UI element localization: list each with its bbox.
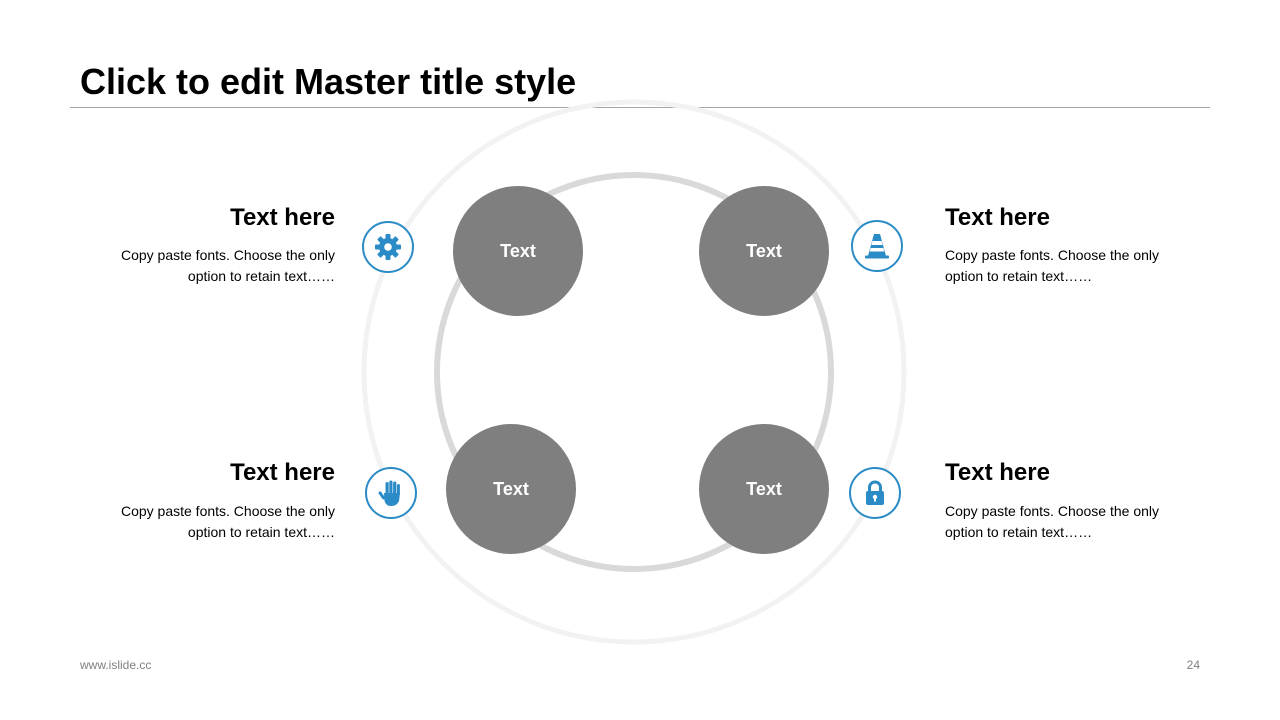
slide-title[interactable]: Click to edit Master title style (80, 61, 577, 102)
lock-icon-badge (849, 467, 901, 519)
hand-icon-badge (365, 467, 417, 519)
gear-icon-badge (362, 221, 414, 273)
node-label: Text (746, 478, 782, 499)
cycle-node-bottom-left[interactable]: Text (446, 424, 576, 554)
title-divider (70, 107, 1210, 108)
item-heading-bottom-left[interactable]: Text here (230, 459, 335, 486)
item-body-bottom-left[interactable]: Copy paste fonts. Choose the only option… (120, 503, 335, 540)
traffic-cone-icon (865, 234, 889, 259)
cycle-node-top-right[interactable]: Text (699, 186, 829, 316)
node-label: Text (500, 240, 536, 261)
page-number: 24 (1186, 658, 1200, 672)
item-heading-top-right[interactable]: Text here (945, 204, 1050, 231)
item-body-top-left[interactable]: Copy paste fonts. Choose the only option… (120, 247, 335, 284)
cycle-node-bottom-right[interactable]: Text (699, 424, 829, 554)
lock-icon (866, 480, 884, 505)
node-label: Text (746, 240, 782, 261)
footer-website: www.islide.cc (80, 658, 152, 672)
item-heading-bottom-right[interactable]: Text here (945, 459, 1050, 486)
node-label: Text (493, 478, 529, 499)
item-body-bottom-right[interactable]: Copy paste fonts. Choose the only option… (945, 503, 1160, 540)
cycle-node-top-left[interactable]: Text (453, 186, 583, 316)
item-body-top-right[interactable]: Copy paste fonts. Choose the only option… (945, 247, 1160, 284)
outer-ring (361, 99, 907, 645)
gear-icon (375, 234, 401, 260)
inner-ring (434, 172, 834, 572)
traffic-cone-icon-badge (851, 220, 903, 272)
item-heading-top-left[interactable]: Text here (230, 204, 335, 231)
hand-icon (378, 480, 400, 506)
